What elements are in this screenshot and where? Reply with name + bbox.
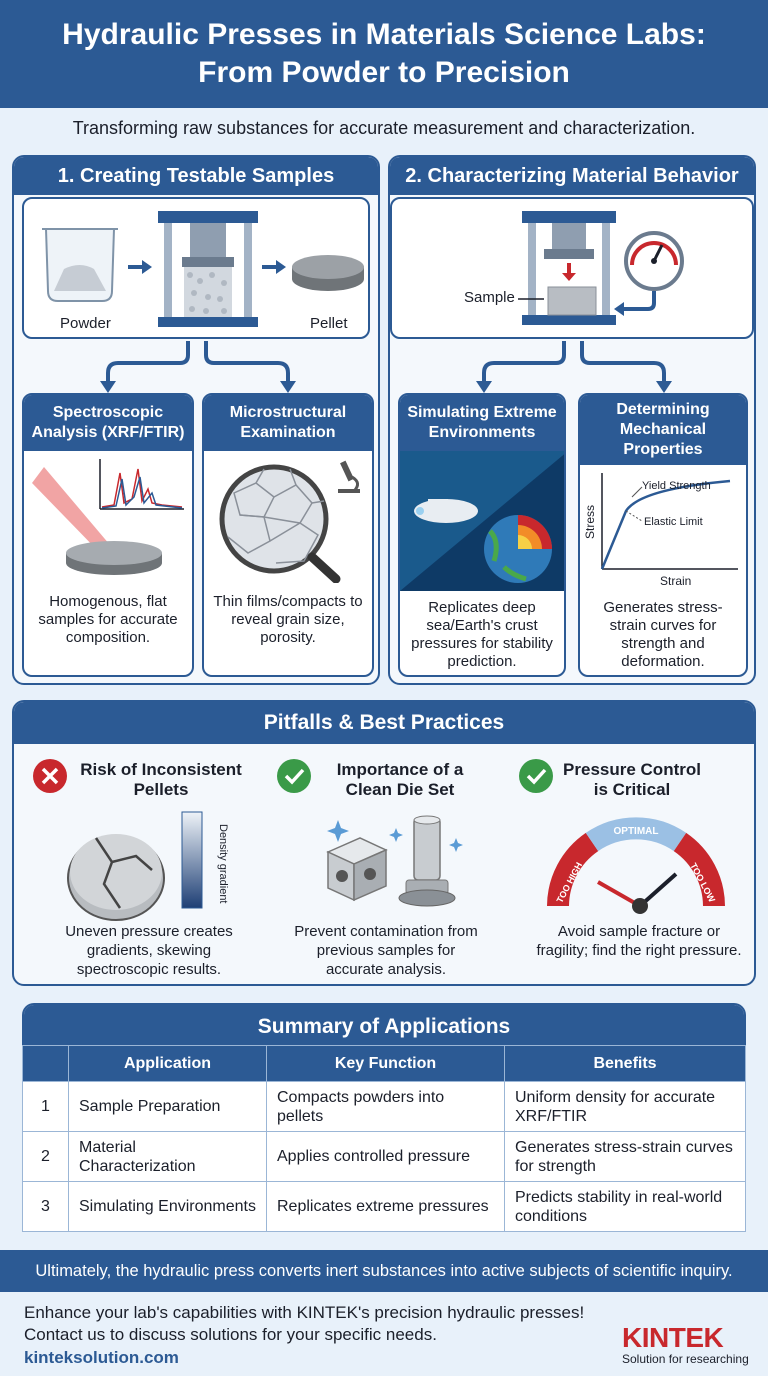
press-test-diagram: Sample: [390, 197, 754, 339]
check-circle-icon: [519, 759, 553, 793]
press-gauge-illustration: [518, 211, 684, 325]
card-simulating-environments: Simulating Extreme Environments Replicat…: [398, 393, 566, 677]
section-summary: Summary of Applications: [22, 1003, 746, 1047]
section-title: 2. Characterizing Material Behavior: [390, 157, 754, 195]
section-creating-samples: 1. Creating Testable Samples: [12, 155, 380, 685]
yield-strength-annotation: Yield Strength: [642, 480, 711, 492]
clean-die-set-illustration: [326, 815, 463, 907]
pitfall-text: Avoid sample fracture or fragility; find…: [536, 923, 742, 959]
pressure-gauge-illustration: OPTIMAL TOO HIGH TOO LOW: [547, 817, 725, 914]
summary-table: Application Key Function Benefits 1 Samp…: [22, 1045, 746, 1232]
magnifier-grain-illustration: [219, 460, 360, 583]
col-header: [22, 1045, 69, 1082]
card-text: Replicates deep sea/Earth's crust pressu…: [411, 599, 553, 670]
stress-strain-curve: [600, 479, 731, 570]
table-cell: Simulating Environments: [68, 1181, 267, 1232]
card-text: Generates stress-strain curves for stren…: [603, 599, 723, 670]
powder-label: Powder: [60, 315, 111, 332]
branch-arrows: [476, 341, 672, 393]
pitfall-text: Uneven pressure creates gradients, skewi…: [65, 923, 233, 978]
table-cell: Uniform density for accurate XRF/FTIR: [504, 1081, 746, 1132]
beaker-icon: [42, 228, 118, 302]
pellet-icon: [292, 255, 364, 291]
card-microstructural-examination: Microstructural Examination Thin films/c…: [202, 393, 374, 677]
pitfall-text: Prevent contamination from previous samp…: [294, 923, 478, 978]
microscope-icon: [338, 460, 360, 493]
x-circle-icon: [33, 759, 67, 793]
closing-statement: Ultimately, the hydraulic press converts…: [0, 1250, 768, 1292]
submersible-icon: [414, 499, 478, 523]
spectroscopy-illustration: [32, 459, 184, 575]
section-characterizing-behavior: 2. Characterizing Material Behavior: [388, 155, 756, 685]
kintek-logo: KINTEK: [622, 1322, 724, 1353]
section-title: Pitfalls & Best Practices: [14, 702, 754, 744]
table-cell: Compacts powders into pellets: [266, 1081, 505, 1132]
hydraulic-press-icon: [522, 211, 616, 325]
table-header-row: Application Key Function Benefits: [22, 1045, 746, 1082]
card-title: Spectroscopic Analysis (XRF/FTIR): [24, 395, 192, 451]
section-title: Summary of Applications: [24, 1005, 744, 1047]
col-header: Benefits: [504, 1045, 746, 1082]
cracked-pellet-illustration: Density gradient: [67, 811, 229, 921]
card-title: Microstructural Examination: [204, 395, 372, 451]
gauge-optimal-label: OPTIMAL: [614, 826, 659, 837]
table-cell: Replicates extreme pressures: [266, 1181, 505, 1232]
page-title: Hydraulic Presses in Materials Science L…: [62, 18, 706, 89]
card-title: Determining Mechanical Properties: [580, 395, 746, 465]
card-title: Simulating Extreme Environments: [400, 395, 564, 451]
section-title: 1. Creating Testable Samples: [14, 157, 378, 195]
card-spectroscopic-analysis: Spectroscopic Analysis (XRF/FTIR) Homoge…: [22, 393, 194, 677]
press-process-illustration: [42, 211, 364, 327]
table-cell: Predicts stability in real-world conditi…: [504, 1181, 746, 1232]
page-subtitle: Transforming raw substances for accurate…: [72, 118, 696, 138]
table-cell: Material Characterization: [68, 1131, 267, 1182]
table-row: 3 Simulating Environments Replicates ext…: [22, 1181, 746, 1232]
col-header: Key Function: [266, 1045, 505, 1082]
sample-label: Sample: [464, 289, 515, 306]
table-cell: 2: [22, 1131, 69, 1182]
elastic-limit-annotation: Elastic Limit: [644, 516, 703, 528]
logo-tagline: Solution for researching: [622, 1352, 749, 1366]
sparkle-icon: [327, 820, 463, 852]
card-mechanical-properties: Determining Mechanical Properties Yield …: [578, 393, 748, 677]
check-circle-icon: [277, 759, 311, 793]
stress-strain-chart: Yield Strength Elastic Limit Strain Stre…: [583, 473, 738, 588]
card-text: Homogenous, flat samples for accurate co…: [38, 593, 178, 646]
earth-cross-section-icon: [484, 515, 552, 583]
table-cell: Sample Preparation: [68, 1081, 267, 1132]
col-header: Application: [68, 1045, 267, 1082]
section-pitfalls: Pitfalls & Best Practices Risk of Incons…: [12, 700, 756, 986]
website-link[interactable]: kinteksolution.com: [24, 1348, 179, 1367]
branch-arrows: [100, 341, 296, 393]
powder-to-pellet-diagram: Powder Pellet: [22, 197, 370, 339]
table-cell: 3: [22, 1181, 69, 1232]
pressure-gauge-icon: [624, 231, 684, 291]
x-axis-label: Strain: [660, 574, 691, 588]
table-cell: Applies controlled pressure: [266, 1131, 505, 1182]
density-gradient-label: Density gradient: [217, 824, 229, 904]
y-axis-label: Stress: [583, 505, 597, 539]
deep-sea-earth-illustration: [400, 451, 564, 591]
pellet-label: Pellet: [310, 315, 348, 332]
table-cell: Generates stress-strain curves for stren…: [504, 1131, 746, 1182]
card-text: Thin films/compacts to reveal grain size…: [213, 593, 363, 646]
header-banner: Hydraulic Presses in Materials Science L…: [0, 0, 768, 108]
table-row: 2 Material Characterization Applies cont…: [22, 1131, 746, 1182]
table-cell: 1: [22, 1081, 69, 1132]
table-row: 1 Sample Preparation Compacts powders in…: [22, 1081, 746, 1132]
hydraulic-press-icon: [158, 211, 258, 327]
call-to-action: Enhance your lab's capabilities with KIN…: [24, 1303, 585, 1344]
